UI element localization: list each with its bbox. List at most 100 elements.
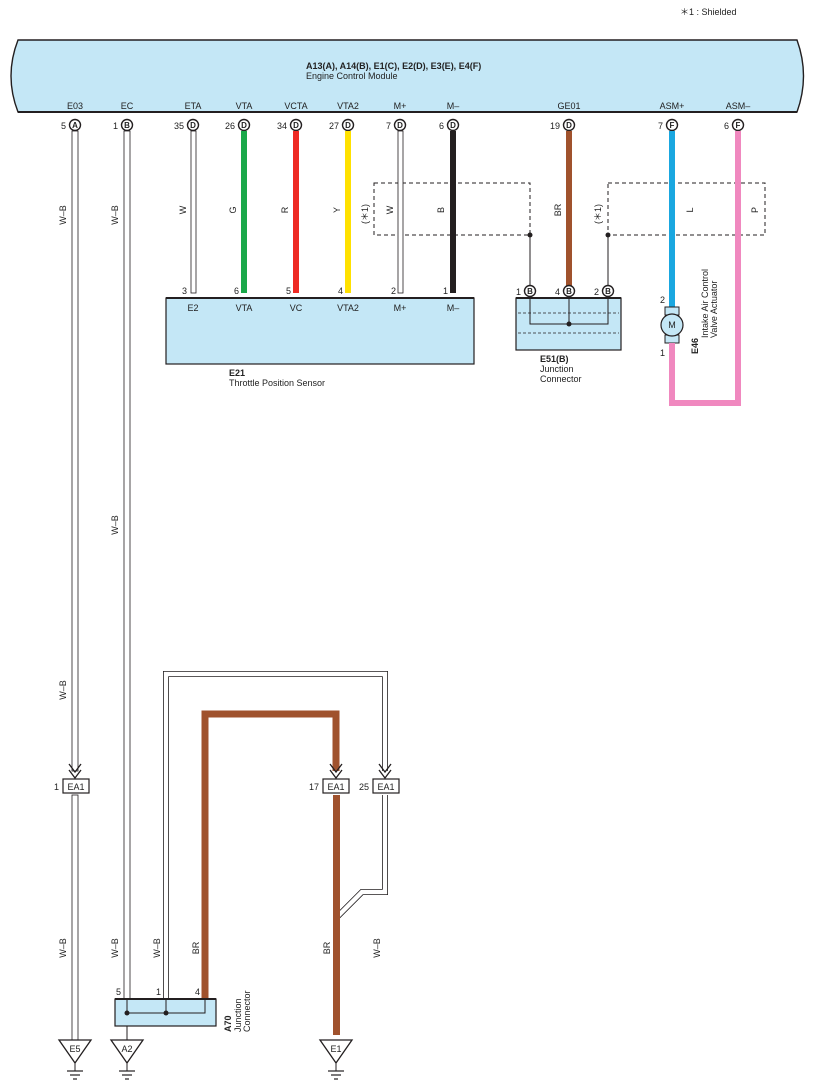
tps-pin-number: 4 [338,286,343,296]
ecm-pin-vcta: 34 D [277,118,303,132]
junction-connector-a70: 5 1 4 A70 Junction Connector [114,987,252,1040]
ecm-pin-ge01: 19 D [550,118,576,132]
wire-code-label: W–B [58,205,68,225]
ecm-pin-name: ETA [185,101,202,111]
e46-name-line1: Intake Air Control [700,269,710,338]
shield-mark: (＊1) [360,204,370,224]
tps-pin-label: M+ [394,303,407,313]
ecm-pin-e03: 5 A [61,118,82,132]
wire-ge01: BR [553,131,572,286]
wire-code-label: Y [332,207,342,213]
ea1-label: EA1 [67,782,84,792]
ecm-pin-name: M+ [394,101,407,111]
pin-number: 6 [724,121,729,131]
wire-code-label: W–B [58,938,68,958]
shield-box-actuator [607,182,766,236]
e46-name-line2: Valve Actuator [709,281,719,338]
ea1-connector-25: EA1 25 [359,778,400,794]
e46-pin-top: 2 [660,295,665,305]
junction-connector-e51: 1 B 4 B 2 B E51(B) Junction Connector [515,284,622,384]
ecm-pin-asmminus: 6 F [724,118,745,132]
tps-pin-label: VTA [236,303,253,313]
pin-number: 19 [550,121,560,131]
e51-pin-4: 4 B [555,284,576,298]
pin-number: 35 [174,121,184,131]
e46-code: E46 [690,338,700,354]
ecm-title: A13(A), A14(B), E1(C), E2(D), E3(E), E4(… [306,61,481,71]
wire-code-label: BR [322,941,332,954]
shield-mark: (＊1) [593,204,603,224]
ecm-pin-name: GE01 [557,101,580,111]
wire-mminus: B [436,131,456,293]
pin-number: 1 [113,121,118,131]
ecm-subtitle: Engine Control Module [306,71,398,81]
ground-label: A2 [121,1044,132,1054]
a70-pin-number: 5 [116,987,121,997]
e51-code: E51(B) [540,354,569,364]
connector-letter: D [345,121,351,130]
wire-mplus: W [385,130,404,294]
connector-letter: A [72,121,78,130]
wire-code-label: BR [191,941,201,954]
wire-code-label: P [750,207,760,213]
ecm-pin-mminus: 6 D [439,118,460,132]
connector-letter: D [190,121,196,130]
ecm-pin-name: ASM– [726,101,751,111]
ecm-pin-name: VTA2 [337,101,359,111]
ea1-connector-17: EA1 17 [309,778,350,794]
e51-name-line2: Connector [540,374,582,384]
wire-code-label: W–B [110,938,120,958]
pin-number: 34 [277,121,287,131]
ea1-pin-number: 17 [309,782,319,792]
tps-pin-label: VC [290,303,303,313]
wire-code-label: W–B [152,938,162,958]
pin-number: 27 [329,121,339,131]
ea1-connector-1: EA1 1 [54,778,90,794]
e51-pin-2: 2 B [594,284,615,298]
wire-code-label: B [436,207,446,213]
wire-e03: W–B W–B W–B [58,130,82,1051]
wire-code-label: W–B [110,205,120,225]
ea1-label: EA1 [377,782,394,792]
ground-e5: E5 [57,1039,93,1080]
connector-letter: D [397,121,403,130]
ground-e1: E1 [318,1039,354,1080]
a70-name-line1: Junction [233,998,243,1032]
ea1-label: EA1 [327,782,344,792]
pin-number: 5 [61,121,66,131]
wire-eta: W [178,130,197,294]
a70-code: A70 [223,1015,233,1032]
pin-number: 7 [658,121,663,131]
wire-code-label: BR [553,203,563,216]
ea1-pin-number: 25 [359,782,369,792]
wire-asmminus: P [669,131,760,406]
throttle-position-sensor: 3 6 5 4 2 1 E2 VTA VC VTA2 M+ M– E21 Thr… [165,286,475,388]
engine-control-module: A13(A), A14(B), E1(C), E2(D), E3(E), E4(… [10,39,805,132]
wire-loop-wb: W–B W–B [152,671,392,1035]
ecm-pin-name: E03 [67,101,83,111]
connector-letter: B [527,287,533,296]
e51-name-line1: Junction [540,364,574,374]
wire-vta2: Y [332,131,351,293]
tps-pin-number: 3 [182,286,187,296]
wire-ec: W–B W–B W–B [110,130,131,1000]
ground-label: E1 [330,1044,341,1054]
wire-br-lower: BR BR [191,710,343,1035]
tps-pin-number: 5 [286,286,291,296]
wire-asmplus: L [669,131,695,309]
tps-pin-number: 1 [443,286,448,296]
connector-letter: B [605,287,611,296]
wire-code-label: L [685,207,695,212]
wire-code-label: W–B [110,515,120,535]
pin-number: 26 [225,121,235,131]
tps-code: E21 [229,368,245,378]
wire-vcta: R [280,131,299,293]
ecm-pin-asmplus: 7 F [658,118,679,132]
tps-pin-number: 2 [391,286,396,296]
wire-code-label: W [178,205,188,214]
a70-pin-number: 4 [195,987,200,997]
pin-number: 2 [594,287,599,297]
ecm-pin-vta2: 27 D [329,118,355,132]
connector-letter: D [566,121,572,130]
ecm-pin-eta: 35 D [174,118,200,132]
